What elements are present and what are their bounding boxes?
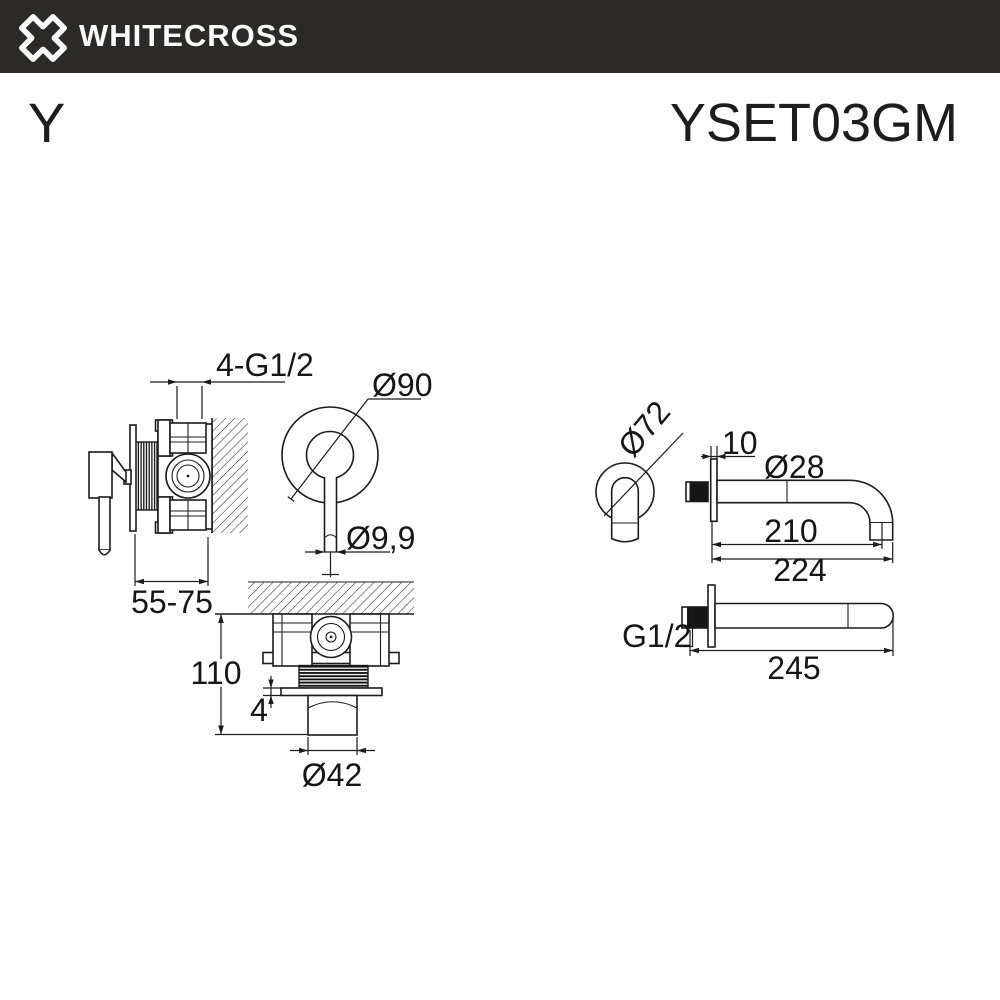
dim-plate-thickness: 4	[250, 676, 283, 728]
spout-escutcheon	[707, 584, 716, 648]
wall-anchor-block	[689, 482, 708, 501]
dim-ports-label: 4-G1/2	[216, 347, 314, 383]
dim-escutcheon-depth-label: 10	[722, 425, 758, 461]
dim-trim-diameter-label: Ø42	[302, 757, 362, 793]
spout-side-view: 10 Ø28 210 224	[685, 425, 894, 588]
model-code: YSET03GM	[669, 93, 958, 153]
mixer-side-view: 4-G1/2 55-75	[88, 347, 314, 620]
dim-escutcheon-depth: 10	[701, 425, 758, 461]
dim-reach: 210	[711, 513, 883, 563]
dim-spout-plate-label: Ø72	[611, 394, 677, 463]
dim-total-length-label: 224	[773, 552, 826, 588]
dim-depth-label: 55-75	[131, 584, 213, 620]
dim-reach-label: 210	[764, 513, 817, 549]
dim-length-label: 245	[767, 650, 820, 686]
dim-height-label: 110	[190, 655, 241, 691]
series-code: Y	[28, 91, 66, 154]
dim-plate-thickness-label: 4	[250, 692, 268, 728]
brand-wordmark: WHITECROSS	[79, 17, 300, 53]
wall-hatch	[212, 418, 248, 533]
x-cross-icon	[19, 13, 67, 62]
dim-ports: 4-G1/2	[150, 347, 314, 419]
mixer-front-view: Ø90 Ø9,9	[281, 367, 432, 577]
dim-lever-label: Ø9,9	[346, 520, 415, 556]
dim-depth-range: 55-75	[131, 534, 213, 620]
spout-front-view: Ø72	[595, 394, 684, 543]
knurled-cartridge	[134, 441, 158, 511]
dim-trim-diameter: Ø42	[290, 737, 375, 793]
wall-hatch	[248, 582, 414, 614]
dim-lever-diameter: Ø9,9	[305, 520, 415, 556]
dim-length: 245	[689, 618, 894, 686]
threaded-block	[298, 664, 369, 689]
dim-height: 110	[190, 614, 308, 736]
spout-escutcheon	[709, 458, 718, 523]
spout-top-view: G1/2 245	[622, 584, 895, 686]
dim-plate-diameter-label: Ø90	[372, 367, 432, 403]
lever-handle	[88, 450, 132, 556]
mixer-bottom-view: 110 4 Ø42	[190, 581, 414, 793]
dim-total-length: 224	[712, 542, 894, 588]
brand-banner: WHITECROSS	[0, 0, 1000, 73]
dim-thread-label: G1/2	[622, 618, 691, 654]
dim-tube-diameter-label: Ø28	[764, 449, 824, 485]
